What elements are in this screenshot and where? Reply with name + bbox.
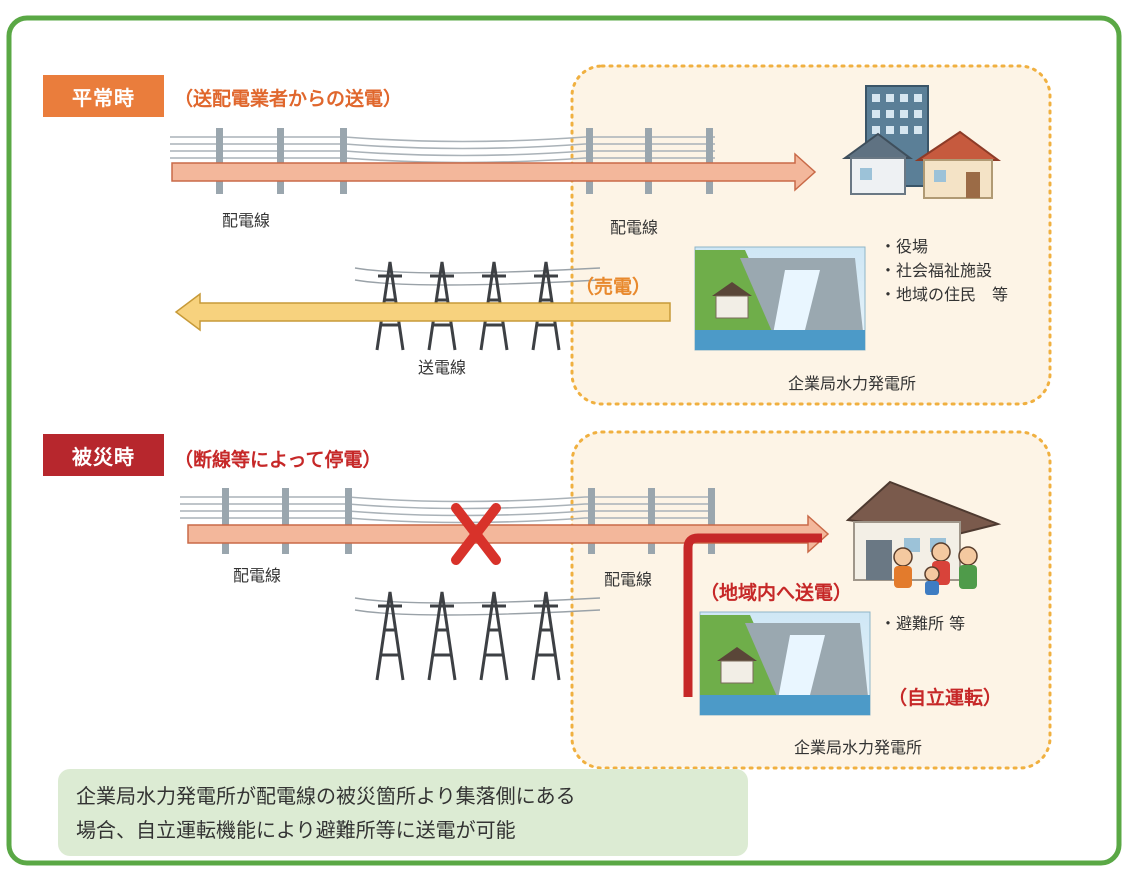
normal-hydro-plant-icon xyxy=(694,246,866,351)
served-facilities-list: ・役場 ・社会福祉施設 ・地域の住民 等 xyxy=(880,235,1008,307)
disaster-utility-poles xyxy=(222,488,715,554)
normal-subtitle: （送配電業者からの送電） xyxy=(174,88,403,110)
normal-utility-poles xyxy=(216,128,713,194)
facility-item: ・地域の住民 等 xyxy=(880,285,1009,304)
local-supply-red-line xyxy=(683,533,822,697)
disaster-time-tag: 被災時 xyxy=(43,434,164,476)
disaster-supply-arrow xyxy=(187,514,830,554)
shelter-label: ・避難所 等 xyxy=(880,614,966,633)
normal-time-tag: 平常時 xyxy=(43,75,164,117)
facility-item: ・社会福祉施設 xyxy=(880,261,993,280)
normal-transmission-towers xyxy=(375,261,561,351)
break-cross-icon xyxy=(451,503,501,565)
independent-operation-label: （自立運転） xyxy=(888,687,1003,709)
disaster-plant-label: 企業局水力発電所 xyxy=(794,738,923,757)
summary-note: 企業局水力発電所が配電線の被災箇所より集落側にある 場合、自立運転機能により避難… xyxy=(58,769,748,856)
transmission-line-label: 送電線 xyxy=(418,358,467,377)
normal-distribution-line-right-label: 配電線 xyxy=(610,218,659,237)
disaster-distribution-line-right-label: 配電線 xyxy=(604,570,653,589)
normal-supply-arrow xyxy=(171,152,817,192)
house-icon-right xyxy=(914,130,1002,199)
evacuees-icon xyxy=(893,542,978,595)
disaster-transmission-towers xyxy=(375,591,561,681)
sell-power-arrow xyxy=(174,292,671,332)
sell-power-label: （売電） xyxy=(575,276,652,298)
disaster-distribution-line-left-label: 配電線 xyxy=(233,566,282,585)
normal-plant-label: 企業局水力発電所 xyxy=(788,374,917,393)
normal-distribution-line-left-label: 配電線 xyxy=(222,211,271,230)
local-supply-label: （地域内へ送電） xyxy=(700,582,853,604)
summary-note-line-2: 場合、自立運転機能により避難所等に送電が可能 xyxy=(76,818,516,842)
house-icon-left xyxy=(841,132,913,195)
disaster-hydro-plant-icon xyxy=(699,611,871,716)
summary-note-line-1: 企業局水力発電所が配電線の被災箇所より集落側にある xyxy=(76,784,576,808)
disaster-subtitle: （断線等によって停電） xyxy=(174,449,382,471)
facility-item: ・役場 xyxy=(880,237,929,256)
